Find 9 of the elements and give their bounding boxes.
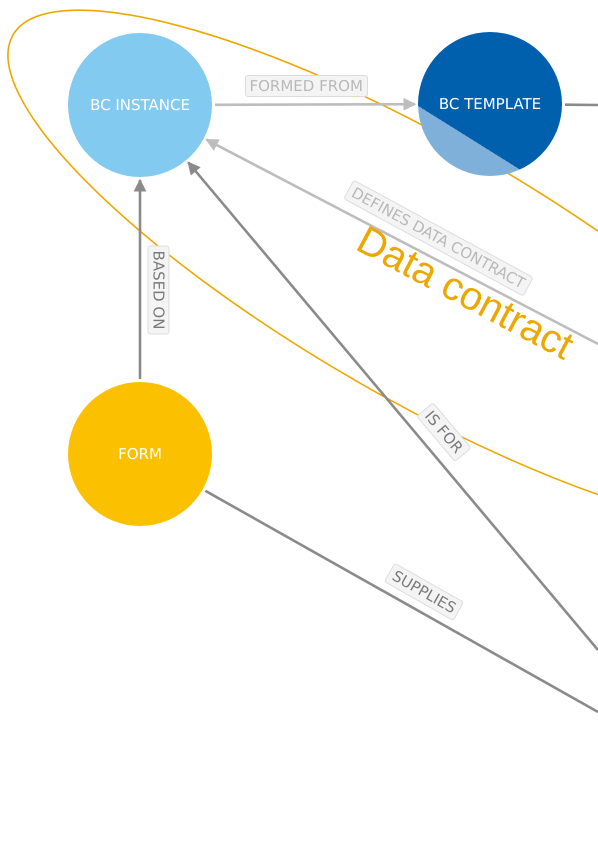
edge-label: BASED ON [146, 246, 169, 334]
arrow [205, 138, 598, 346]
arrow [215, 98, 416, 111]
edge-label: FORMED FROM [244, 75, 368, 97]
node-label: FORM [118, 445, 162, 463]
node-label: BC TEMPLATE [438, 95, 542, 113]
arrow [187, 161, 598, 651]
node-label: BC INSTANCE [90, 96, 190, 114]
arrow [134, 178, 146, 379]
